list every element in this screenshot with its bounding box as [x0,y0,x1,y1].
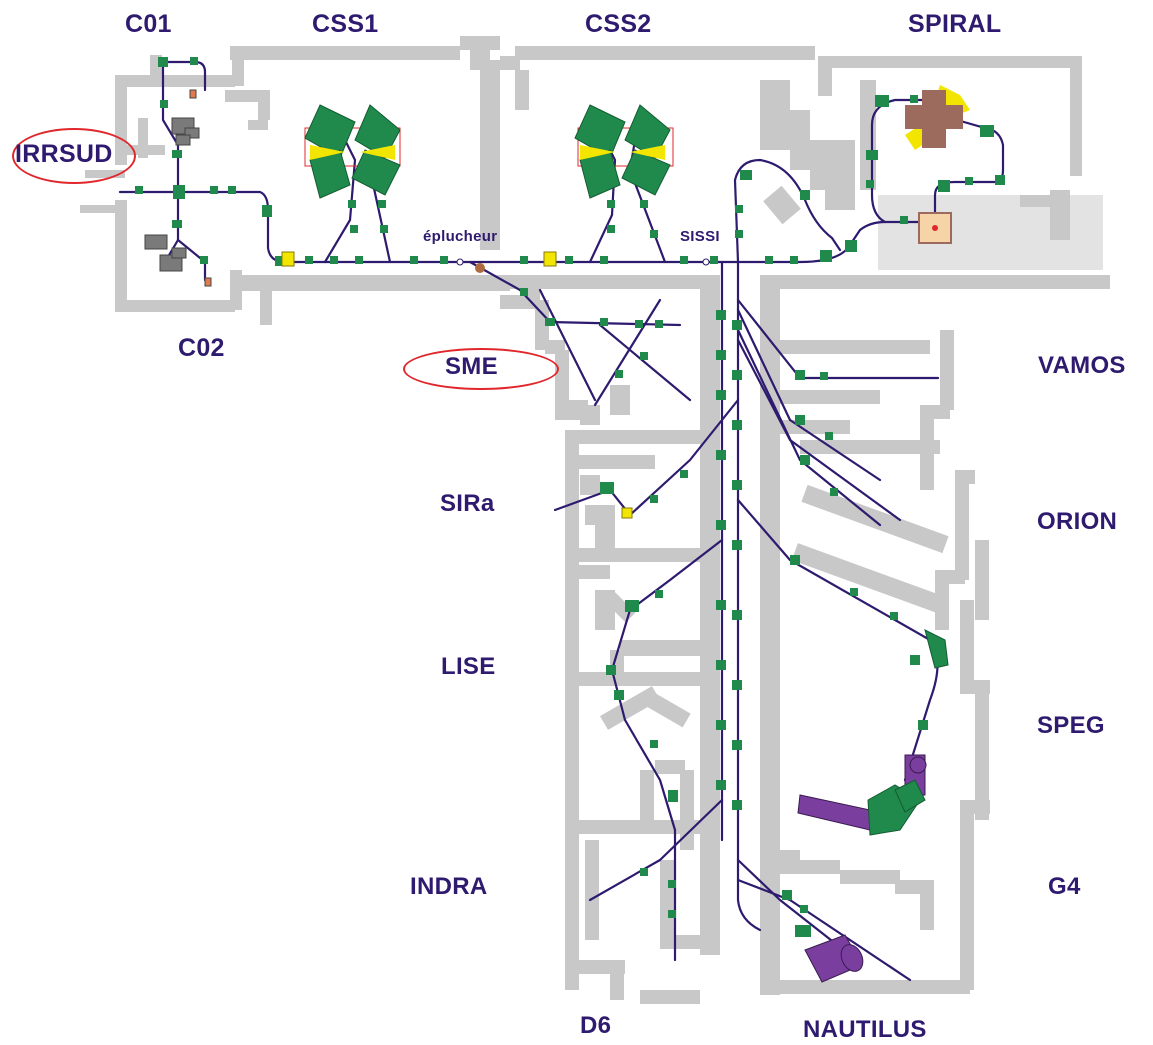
label-orion: ORION [1037,508,1118,535]
label-irrsud: IRRSUD [15,140,113,168]
label-sme: SME [445,353,498,380]
label-sira: SIRa [440,490,495,517]
css2-cyclotron [574,104,674,199]
label-g4: G4 [1048,873,1081,900]
label-css1: CSS1 [312,10,379,38]
label-speg: SPEG [1037,712,1105,739]
label-sissi: SISSI [680,228,720,245]
css1-cyclotron [304,104,401,199]
label-nautilus: NAUTILUS [803,1016,927,1043]
spiral-cyclotron [905,85,970,150]
label-spiral: SPIRAL [908,10,1002,38]
label-d6: D6 [580,1012,612,1039]
sme-highlight-ring [403,348,559,390]
nautilus-chamber [795,925,864,983]
label-c01: C01 [125,10,172,38]
spiral-target [918,212,952,244]
irrsud-highlight-ring [12,128,136,184]
label-vamos: VAMOS [1038,352,1126,379]
injector-sources [144,89,212,287]
label-c02: C02 [178,334,225,362]
label-eplucheur: éplucheur [423,228,498,245]
label-css2: CSS2 [585,10,652,38]
beam-devices [281,251,710,519]
beamline-magnets [135,57,1005,918]
speg-spectrometer [797,629,949,836]
label-indra: INDRA [410,873,488,900]
label-lise: LISE [441,653,496,680]
